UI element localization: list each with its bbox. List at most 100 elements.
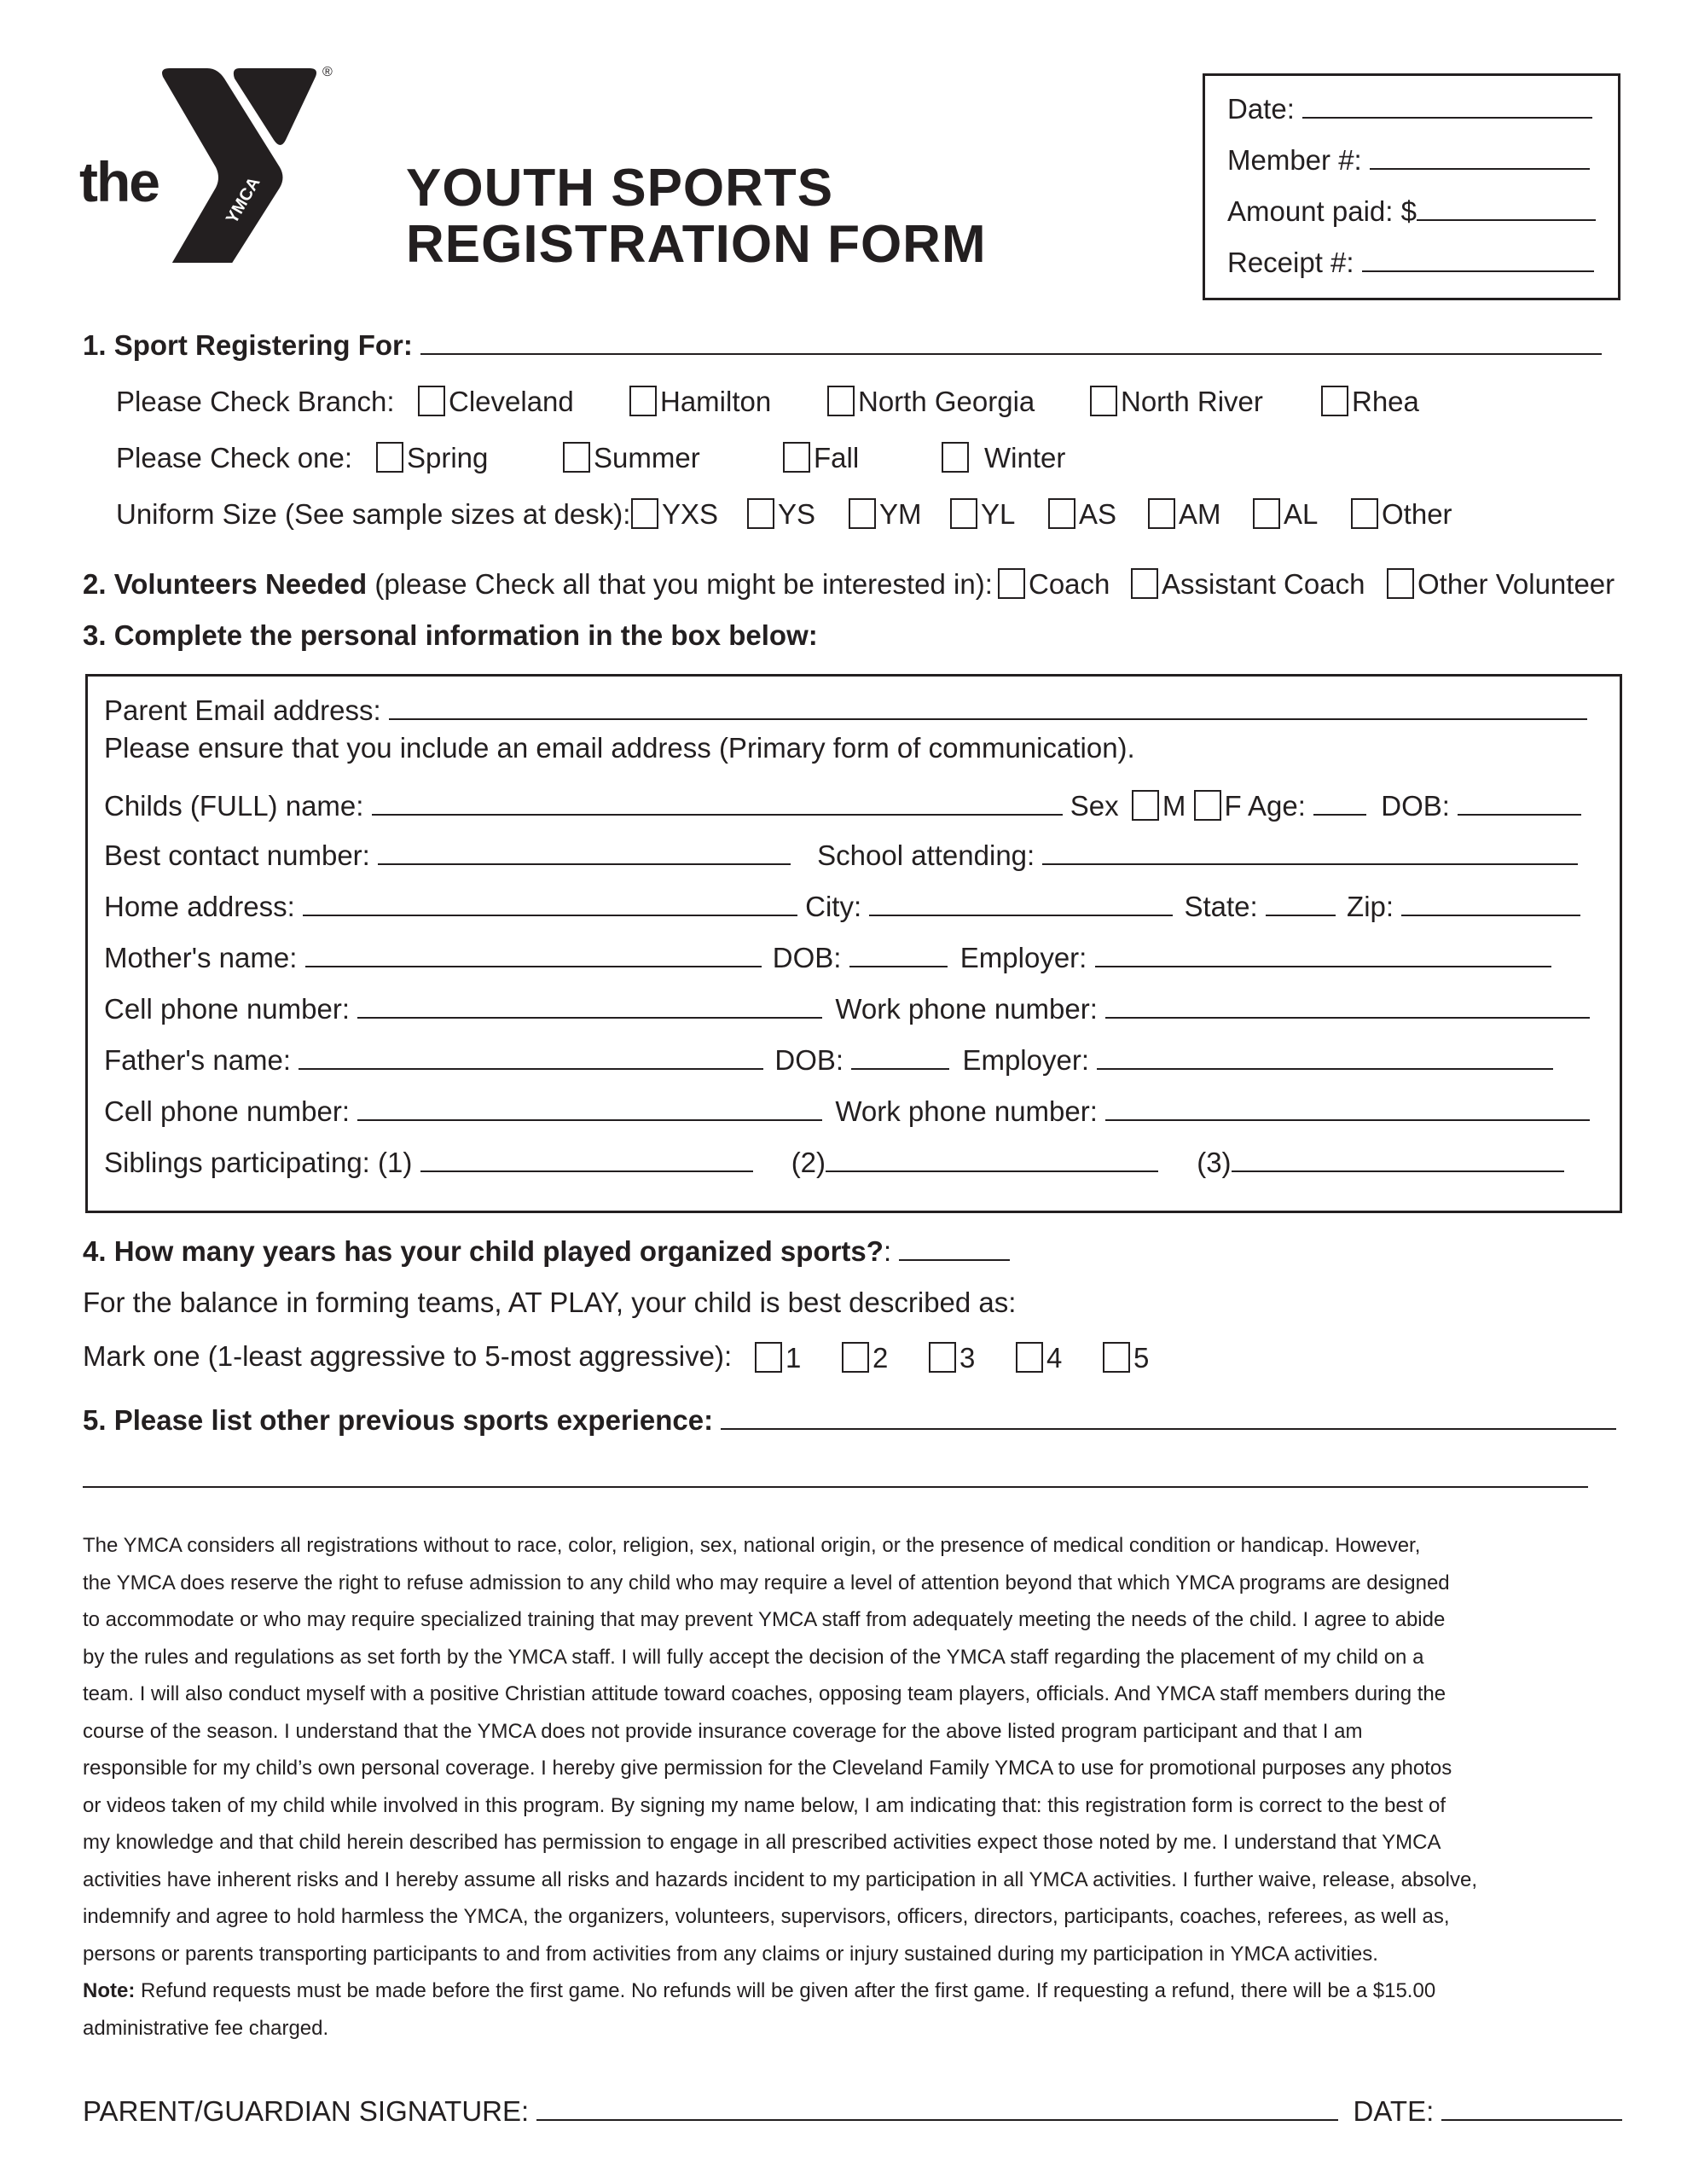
office-use-box: Date: Member #: Amount paid: $ Receipt #…	[1203, 73, 1620, 300]
size-option-yl[interactable]: YL	[950, 498, 1015, 529]
checkbox[interactable]	[1048, 498, 1075, 529]
uniform-size-label: Uniform Size (See sample sizes at desk):	[116, 498, 631, 530]
checkbox[interactable]	[1131, 568, 1158, 599]
previous-sports-line-2[interactable]	[83, 1486, 1588, 1488]
size-option-as[interactable]: AS	[1048, 498, 1116, 529]
father-employer-field[interactable]: Employer:	[962, 1044, 1554, 1076]
branch-option-cleveland[interactable]: Cleveland	[418, 386, 574, 416]
mother-cell-field[interactable]: Cell phone number:	[104, 993, 823, 1025]
checkbox[interactable]	[1148, 498, 1175, 529]
checkbox[interactable]	[376, 442, 403, 473]
office-amount-field[interactable]: Amount paid: $	[1227, 197, 1596, 225]
sibling-3-field[interactable]: (3)	[1197, 1147, 1564, 1178]
father-work-field[interactable]: Work phone number:	[835, 1095, 1591, 1127]
signature-date-field[interactable]: DATE:	[1354, 2095, 1623, 2127]
years-played-field[interactable]: 4. How many years has your child played …	[83, 1237, 1011, 1265]
branch-option-hamilton[interactable]: Hamilton	[629, 386, 771, 416]
sex-m-checkbox[interactable]	[1131, 790, 1159, 821]
sibling-2-field[interactable]: (2)	[791, 1147, 1159, 1178]
checkbox[interactable]	[747, 498, 774, 529]
aggression-option-5[interactable]: 5	[1103, 1342, 1149, 1373]
checkbox[interactable]	[629, 386, 657, 416]
sport-registering-field[interactable]: 1. Sport Registering For:	[83, 331, 1603, 359]
branch-option-rhea[interactable]: Rhea	[1321, 386, 1419, 416]
previous-sports-field[interactable]: 5. Please list other previous sports exp…	[83, 1406, 1617, 1434]
checkbox[interactable]	[1321, 386, 1348, 416]
checkbox[interactable]	[929, 1342, 956, 1373]
balance-text: For the balance in forming teams, AT PLA…	[83, 1287, 1017, 1318]
checkbox[interactable]	[1387, 568, 1414, 599]
checkbox[interactable]	[783, 442, 810, 473]
best-contact-field[interactable]: Best contact number:	[104, 839, 791, 871]
logo-word-the: the	[79, 150, 160, 213]
checkbox[interactable]	[1090, 386, 1117, 416]
mother-name-field[interactable]: Mother's name:	[104, 942, 762, 973]
signature-field[interactable]: PARENT/GUARDIAN SIGNATURE:	[83, 2095, 1339, 2127]
parent-email-field[interactable]: Parent Email address:	[104, 696, 1587, 724]
volunteer-option-other[interactable]: Other Volunteer	[1387, 568, 1615, 599]
checkbox[interactable]	[631, 498, 658, 529]
size-option-ym[interactable]: YM	[849, 498, 922, 529]
father-phone-row: Cell phone number: Work phone number:	[104, 1095, 1591, 1127]
title-line-1: YOUTH SPORTS	[406, 159, 834, 218]
aggression-option-2[interactable]: 2	[842, 1342, 888, 1373]
school-field[interactable]: School attending:	[817, 839, 1579, 871]
season-option-summer[interactable]: Summer	[563, 442, 700, 473]
siblings-row: Siblings participating: (1) (2) (3)	[104, 1148, 1564, 1176]
size-option-ys[interactable]: YS	[747, 498, 815, 529]
checkbox[interactable]	[942, 442, 969, 473]
office-member-field[interactable]: Member #:	[1227, 146, 1590, 174]
page-title: YOUTH SPORTS REGISTRATION FORM	[406, 160, 987, 273]
office-receipt-field[interactable]: Receipt #:	[1227, 248, 1594, 276]
home-address-field[interactable]: Home address:	[104, 891, 797, 922]
title-line-2: REGISTRATION FORM	[406, 215, 987, 274]
season-option-winter[interactable]: Winter	[942, 442, 1065, 473]
size-option-am[interactable]: AM	[1148, 498, 1221, 529]
checkbox[interactable]	[998, 568, 1025, 599]
sibling-1-field[interactable]: Siblings participating: (1)	[104, 1147, 753, 1178]
checkbox[interactable]	[1103, 1342, 1130, 1373]
season-option-spring[interactable]: Spring	[376, 442, 488, 473]
mother-dob-field[interactable]: DOB:	[773, 942, 948, 973]
email-note: Please ensure that you include an email …	[104, 732, 1135, 764]
size-option-al[interactable]: AL	[1253, 498, 1318, 529]
size-option-yxs[interactable]: YXS	[631, 498, 718, 529]
child-dob-field[interactable]: DOB:	[1381, 790, 1582, 822]
checkbox[interactable]	[950, 498, 977, 529]
sex-f-checkbox[interactable]	[1193, 790, 1221, 821]
age-field[interactable]: Age:	[1248, 790, 1367, 822]
checkbox[interactable]	[1351, 498, 1378, 529]
branch-option-north-river[interactable]: North River	[1090, 386, 1263, 416]
checkbox[interactable]	[827, 386, 855, 416]
branch-option-north-georgia[interactable]: North Georgia	[827, 386, 1035, 416]
legal-disclaimer: The YMCA considers all registrations wit…	[83, 1527, 1635, 2047]
mother-work-field[interactable]: Work phone number:	[835, 993, 1591, 1025]
office-date-field[interactable]: Date:	[1227, 95, 1593, 123]
father-name-field[interactable]: Father's name:	[104, 1044, 764, 1076]
address-row: Home address: City: State: Zip:	[104, 891, 1581, 922]
checkbox[interactable]	[1016, 1342, 1043, 1373]
aggression-option-1[interactable]: 1	[755, 1342, 801, 1373]
checkbox[interactable]	[563, 442, 590, 473]
volunteer-option-coach[interactable]: Coach	[998, 568, 1110, 599]
season-option-fall[interactable]: Fall	[783, 442, 859, 473]
father-cell-field[interactable]: Cell phone number:	[104, 1095, 823, 1127]
checkbox[interactable]	[418, 386, 445, 416]
father-dob-field[interactable]: DOB:	[774, 1044, 950, 1076]
mother-employer-field[interactable]: Employer:	[960, 942, 1551, 973]
size-option-other[interactable]: Other	[1351, 498, 1452, 529]
child-name-field[interactable]: Childs (FULL) name:	[104, 790, 1063, 822]
city-field[interactable]: City:	[805, 891, 1174, 922]
zip-field[interactable]: Zip:	[1347, 891, 1581, 922]
checkbox[interactable]	[849, 498, 876, 529]
child-name-row: Childs (FULL) name: Sex M F Age: DOB:	[104, 790, 1582, 822]
state-field[interactable]: State:	[1184, 891, 1336, 922]
checkbox[interactable]	[755, 1342, 782, 1373]
refund-note: Note: Refund requests must be made befor…	[83, 1979, 1436, 2002]
aggression-option-3[interactable]: 3	[929, 1342, 975, 1373]
checkbox[interactable]	[1253, 498, 1280, 529]
volunteer-option-assistant-coach[interactable]: Assistant Coach	[1131, 568, 1365, 599]
personal-info-box	[85, 674, 1622, 1213]
aggression-option-4[interactable]: 4	[1016, 1342, 1062, 1373]
checkbox[interactable]	[842, 1342, 869, 1373]
